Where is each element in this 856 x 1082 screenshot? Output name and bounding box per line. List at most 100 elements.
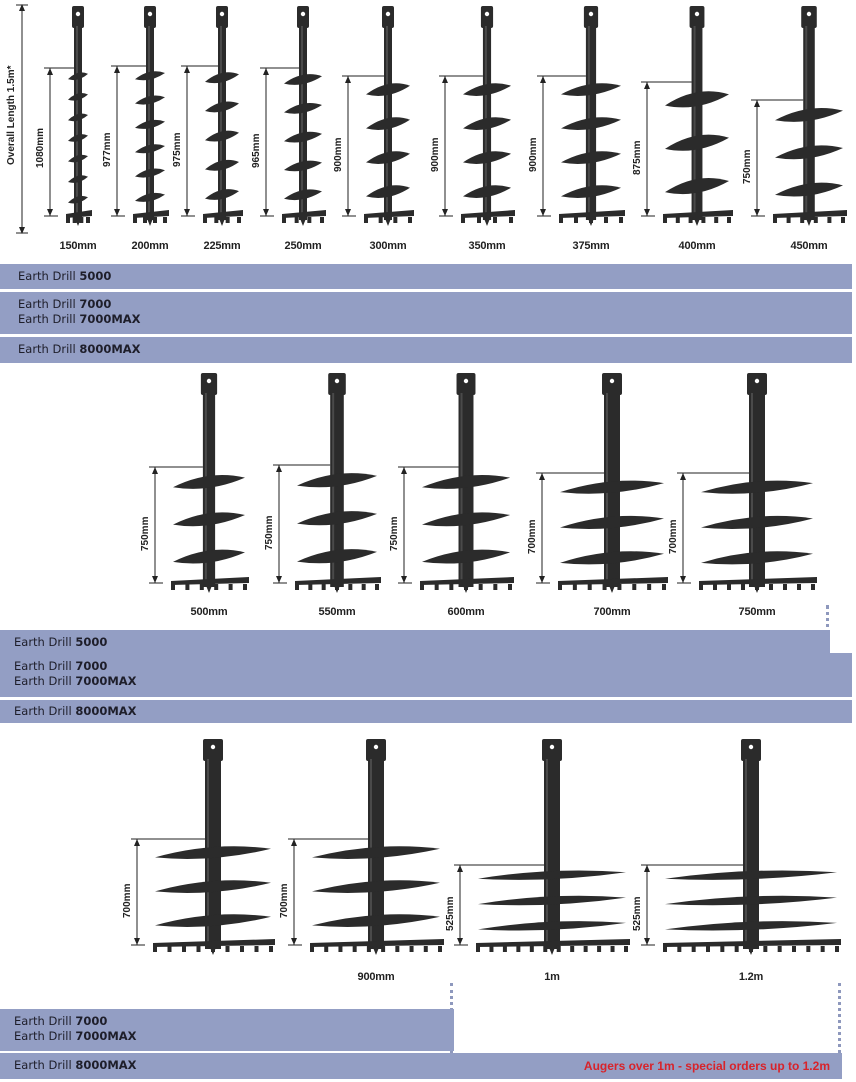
auger-item: 700mm bbox=[279, 725, 470, 963]
flight-length-label: 700mm bbox=[668, 519, 679, 554]
flight-length-label: 750mm bbox=[742, 149, 753, 184]
auger-item: 1080mm bbox=[35, 0, 118, 234]
model-name: 8000MAX bbox=[75, 1058, 137, 1072]
band-label: Earth Drill 8000MAX bbox=[14, 704, 137, 719]
special-order-note: Augers over 1m - special orders up to 1.… bbox=[583, 1059, 830, 1073]
flight-length-label: 875mm bbox=[632, 140, 643, 175]
auger-row: 750mm 500mm 750mm 550mm 750mm 600mm 700mm 700mm… bbox=[0, 365, 856, 630]
flight-length-label: 525mm bbox=[445, 896, 456, 931]
auger-icon bbox=[641, 6, 733, 226]
auger-row: 700mm 700mm 900mm 525mm 1m 525mm 1.2m bbox=[0, 725, 856, 995]
band-label: Earth Drill 7000 Earth Drill 7000MAX bbox=[14, 1014, 137, 1044]
auger-icon bbox=[273, 373, 381, 593]
auger-size-label: 200mm bbox=[131, 240, 169, 252]
band-label: Earth Drill 8000MAX bbox=[18, 342, 141, 357]
overall-length-dimension bbox=[16, 4, 28, 234]
auger-icon bbox=[342, 6, 414, 226]
auger-size-label: 375mm bbox=[572, 240, 610, 252]
model-name: 7000MAX bbox=[75, 674, 137, 688]
model-band: Earth Drill 5000 bbox=[0, 264, 852, 289]
flight-length-label: 965mm bbox=[251, 133, 262, 168]
auger-size-label: 450mm bbox=[790, 240, 828, 252]
auger-icon bbox=[111, 6, 169, 226]
auger-icon bbox=[260, 6, 326, 226]
auger-icon bbox=[751, 6, 847, 226]
auger-size-label: 750mm bbox=[738, 606, 776, 618]
auger-icon bbox=[149, 373, 249, 593]
model-name: 7000 bbox=[75, 659, 108, 673]
auger-item: 977mm bbox=[102, 0, 195, 234]
model-band: Earth Drill 7000 Earth Drill 7000MAX bbox=[0, 1009, 454, 1051]
flight-length-label: 900mm bbox=[528, 137, 539, 172]
band-label: Earth Drill 7000 Earth Drill 7000MAX bbox=[14, 659, 137, 689]
auger-item: 750mm bbox=[389, 365, 540, 601]
band-label: Earth Drill 8000MAX bbox=[14, 1058, 137, 1073]
flight-length-label: 900mm bbox=[430, 137, 441, 172]
model-name: 8000MAX bbox=[79, 342, 141, 356]
model-band: Earth Drill 8000MAX bbox=[0, 337, 852, 363]
auger-item: 525mm bbox=[445, 725, 656, 963]
auger-item: 700mm bbox=[527, 365, 694, 601]
auger-size-label: 500mm bbox=[190, 606, 228, 618]
flight-length-label: 525mm bbox=[632, 896, 643, 931]
auger-icon bbox=[537, 6, 625, 226]
model-band: Earth Drill 8000MAX bbox=[0, 1053, 842, 1079]
flight-length-label: 750mm bbox=[264, 515, 275, 550]
flight-length-label: 750mm bbox=[389, 516, 400, 551]
model-name: 5000 bbox=[79, 269, 112, 283]
auger-size-label: 350mm bbox=[468, 240, 506, 252]
flight-length-label: 700mm bbox=[122, 883, 133, 918]
auger-size-label: 1.2m bbox=[738, 971, 764, 983]
band-label: Earth Drill 5000 bbox=[18, 269, 111, 284]
model-band: Earth Drill 7000 Earth Drill 7000MAX bbox=[0, 292, 852, 334]
auger-icon bbox=[288, 739, 444, 955]
flight-length-label: 977mm bbox=[102, 132, 113, 167]
model-name: 7000MAX bbox=[79, 312, 141, 326]
auger-icon bbox=[181, 6, 243, 226]
auger-size-label: 225mm bbox=[203, 240, 241, 252]
band-label: Earth Drill 7000 Earth Drill 7000MAX bbox=[18, 297, 141, 327]
auger-size-label: 700mm bbox=[593, 606, 631, 618]
auger-item: 875mm bbox=[632, 0, 759, 234]
auger-item: 700mm bbox=[122, 725, 301, 963]
auger-item: 750mm bbox=[264, 365, 407, 601]
auger-icon bbox=[454, 739, 630, 955]
band-prefix: Earth Drill bbox=[14, 674, 72, 688]
model-name: 5000 bbox=[75, 635, 108, 649]
band-label: Earth Drill 5000 bbox=[14, 635, 107, 650]
band-prefix: Earth Drill bbox=[14, 704, 72, 718]
auger-icon bbox=[44, 6, 92, 226]
band-prefix: Earth Drill bbox=[14, 1029, 72, 1043]
auger-size-label: 150mm bbox=[59, 240, 97, 252]
flight-length-label: 900mm bbox=[333, 137, 344, 172]
band-prefix: Earth Drill bbox=[18, 342, 76, 356]
auger-item: 750mm bbox=[140, 365, 275, 601]
auger-size-label: 600mm bbox=[447, 606, 485, 618]
flight-length-label: 700mm bbox=[279, 883, 290, 918]
model-name: 7000MAX bbox=[75, 1029, 137, 1043]
band-prefix: Earth Drill bbox=[18, 312, 76, 326]
auger-size-label: 300mm bbox=[369, 240, 407, 252]
dashed-divider bbox=[826, 605, 829, 635]
model-name: 7000 bbox=[75, 1014, 108, 1028]
auger-size-label: 550mm bbox=[318, 606, 356, 618]
model-band: Earth Drill 5000 bbox=[0, 630, 830, 655]
flight-length-label: 975mm bbox=[172, 132, 183, 167]
auger-item: 965mm bbox=[251, 0, 352, 234]
auger-item: 700mm bbox=[668, 365, 843, 601]
auger-size-label: 1m bbox=[544, 971, 560, 983]
auger-row: 1080mm 150mm 977mm 200mm 975mm 225mm 965mm 250m… bbox=[0, 0, 856, 260]
auger-size-label: 900mm bbox=[357, 971, 395, 983]
model-band: Earth Drill 7000 Earth Drill 7000MAX bbox=[0, 653, 852, 697]
auger-icon bbox=[677, 373, 817, 593]
auger-icon bbox=[536, 373, 668, 593]
flight-length-label: 1080mm bbox=[35, 127, 46, 168]
model-name: 7000 bbox=[79, 297, 112, 311]
flight-length-label: 750mm bbox=[140, 516, 151, 551]
auger-section-2: 750mm 500mm 750mm 550mm 750mm 600mm 700mm 700mm… bbox=[0, 365, 856, 725]
band-prefix: Earth Drill bbox=[14, 635, 72, 649]
band-prefix: Earth Drill bbox=[14, 1014, 72, 1028]
auger-icon bbox=[398, 373, 514, 593]
auger-size-label: 250mm bbox=[284, 240, 322, 252]
